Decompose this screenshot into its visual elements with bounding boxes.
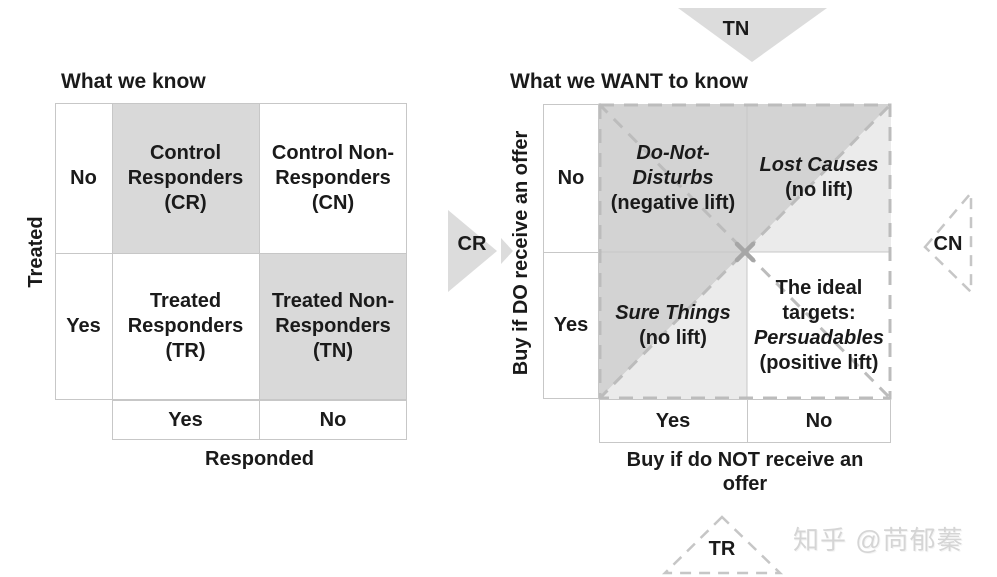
right-col-label-yes: Yes [655,409,691,432]
left-matrix-title: What we know [61,70,206,93]
sure-things-cell: Sure Things (no lift) [599,252,747,399]
right-matrix-dashed-border [598,103,892,400]
diagonal-bottomleft-topright [597,102,893,401]
segment-intro: targets: [782,301,856,324]
left-col-label-yes: Yes [168,408,203,431]
right-matrix-title: What we WANT to know [510,70,748,93]
control-responders-cell: Control Responders (CR) [112,103,259,253]
tn-cell-background [259,253,407,400]
left-matrix-x-axis-label: Responded [205,447,314,470]
persuadables-cell: The ideal targets: Persuadables (positiv… [747,252,891,399]
segment-name: Lost Causes [759,154,879,176]
cell-line: Control Non- [271,141,395,164]
cell-line: Treated [149,290,222,312]
tr-arrow-label: TR [708,537,736,560]
left-matrix-row-divider [55,253,407,254]
segment-name: Disturbs [632,166,714,189]
right-matrix-y-axis-label: Buy if DO receive an offer [510,130,532,376]
left-row-label-no: No [70,166,97,189]
right-label-column-divider [543,252,599,253]
left-col-label-divider [259,400,260,440]
treated-responders-cell: Treated Responders (TR) [112,253,259,400]
segment-intro: The ideal [775,276,863,299]
right-col-label-no: No [805,409,833,432]
right-matrix-label-column-border [543,104,599,399]
x-axis-line: offer [722,473,768,495]
segment-note: (no lift) [785,179,853,201]
lost-causes-cell: Lost Causes (no lift) [747,104,891,252]
cn-arrow-label: CN [933,232,963,255]
tn-arrow-label: TN [722,17,750,40]
segment-name: Persuadables [753,326,885,349]
tn-arrow-icon [678,8,827,62]
treated-non-responders-cell: Treated Non- Responders (TN) [259,253,407,400]
cr-cell-background [112,103,259,253]
tr-arrow-icon [661,515,784,575]
right-col-label-row-border [599,399,891,443]
cell-line: Responders [275,166,391,189]
control-non-responders-cell: Control Non- Responders (CN) [259,103,407,253]
segment-note: (negative lift) [610,191,736,214]
zhihu-watermark: 知乎 @苘郁蓁 [793,525,964,555]
left-col-label-no: No [319,408,347,431]
cell-line: Responders [275,315,391,337]
cell-line: Treated Non- [271,290,395,312]
cr-arrow-label: CR [457,232,487,255]
left-matrix-label-divider [112,103,113,400]
diagonal-topleft-bottomright [597,102,893,401]
segment-note: (no lift) [639,326,707,349]
segment-note: (positive lift) [759,351,879,374]
left-matrix-y-axis-label: Treated [25,216,47,288]
right-col-label-divider [747,399,748,443]
left-matrix-column-divider [259,103,260,400]
cell-line: Control [149,141,222,164]
segment-name: Sure Things [615,301,731,324]
x-axis-line: Buy if do NOT receive an [626,449,864,471]
left-row-label-yes: Yes [66,315,101,337]
cell-line: (TN) [313,340,353,362]
cell-line: Responders [127,166,244,189]
left-matrix-border [55,103,407,400]
do-not-disturbs-cell: Do-Not- Disturbs (negative lift) [599,104,747,252]
cell-line: (CN) [311,191,355,214]
right-row-label-no: No [557,166,585,189]
cn-arrow-icon [923,189,973,295]
right-row-label-yes: Yes [553,314,589,336]
segment-name: Do-Not- [636,141,710,164]
cell-line: Responders [127,315,244,337]
cell-line: (TR) [165,340,206,362]
center-cross-mark [734,241,756,263]
right-matrix-x-axis-label: Buy if do NOT receive an offer [599,447,891,497]
cr-arrow-icon [448,210,497,292]
cell-line: (CR) [164,191,207,214]
cr-arrow-tip-icon [501,238,513,264]
